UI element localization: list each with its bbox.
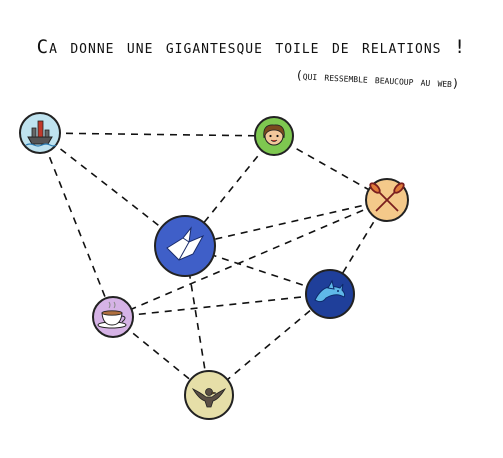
teacup-icon bbox=[97, 301, 127, 329]
edge-oars-cup bbox=[112, 199, 388, 318]
girl-face-icon bbox=[263, 124, 285, 146]
node-oars[interactable] bbox=[365, 178, 409, 222]
dolphin-icon bbox=[314, 279, 346, 303]
page-title: Ca donne une gigantesque toile de relati… bbox=[36, 36, 467, 58]
ship-icon bbox=[25, 120, 57, 147]
edge-boat-girl bbox=[39, 132, 275, 137]
node-dolphin[interactable] bbox=[305, 269, 355, 319]
edge-dolphin-bird bbox=[208, 293, 331, 396]
edge-oars-origami bbox=[184, 199, 388, 247]
crossed-oars-icon bbox=[369, 182, 405, 212]
bird-icon bbox=[191, 388, 227, 408]
paper-crane-icon bbox=[166, 226, 205, 261]
edge-cup-dolphin bbox=[112, 293, 331, 318]
node-girl[interactable] bbox=[254, 116, 294, 156]
node-boat[interactable] bbox=[19, 112, 61, 154]
edge-boat-cup bbox=[39, 132, 114, 318]
node-bird[interactable] bbox=[184, 370, 234, 420]
node-origami[interactable] bbox=[154, 215, 216, 277]
node-cup[interactable] bbox=[92, 296, 134, 338]
edge-boat-origami bbox=[39, 132, 186, 247]
edges-layer bbox=[39, 132, 388, 396]
